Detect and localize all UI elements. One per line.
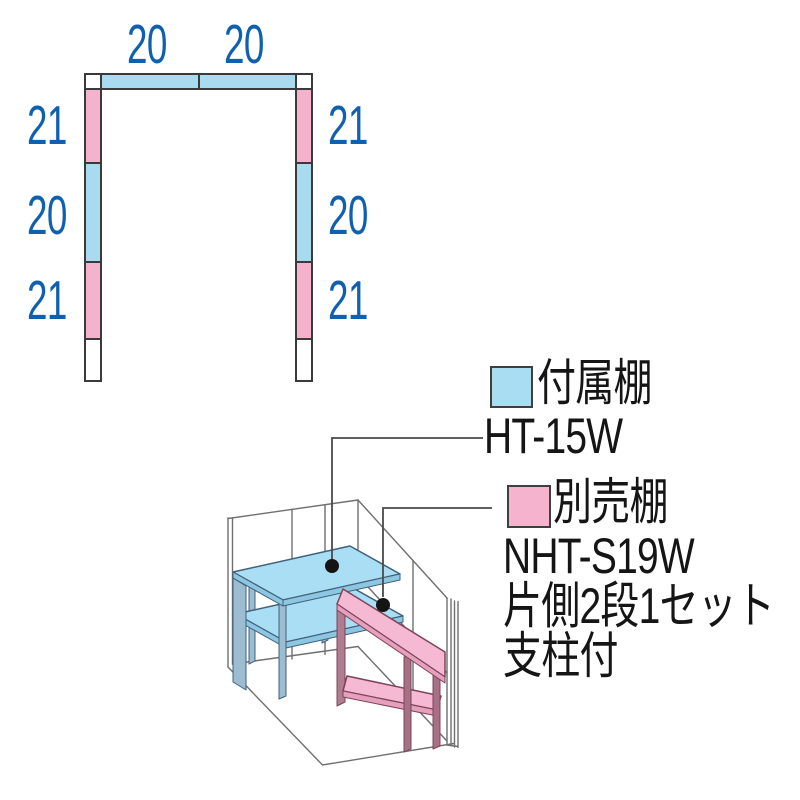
attached-leader-line [331, 437, 483, 559]
plan-corner-right [295, 73, 313, 90]
pink-front-leg-1 [403, 653, 412, 753]
optional-shelf-support-note: 支柱付 [503, 628, 618, 684]
optional-leader-line [382, 507, 492, 597]
isometric-drawing [227, 437, 492, 766]
dim-left-2: 20 [27, 184, 67, 246]
optional-shelf-pink [336, 588, 446, 753]
plan-left-empty-segment [84, 338, 102, 382]
plan-top-attached-segment-2 [198, 73, 297, 90]
plan-left-optional-segment-2 [84, 261, 102, 340]
plan-left-column [84, 88, 102, 382]
attached-shelf-model: HT-15W [484, 408, 623, 464]
plan-right-attached-segment [295, 162, 313, 263]
right-wall-edge [446, 597, 452, 747]
dim-top-1: 20 [127, 13, 167, 75]
floor-edges [227, 666, 455, 766]
optional-shelf-model: NHT-S19W [503, 528, 695, 584]
dim-right-3: 21 [328, 269, 368, 331]
plan-right-empty-segment [295, 338, 313, 382]
dim-top-2: 20 [224, 13, 264, 75]
plan-left-attached-segment [84, 162, 102, 263]
plan-corner-left [84, 73, 102, 90]
pink-top-shelf-front [336, 603, 446, 684]
attached-marker-dot [325, 559, 339, 573]
plan-diagram [84, 73, 313, 382]
right-wall-trim [446, 600, 459, 749]
optional-shelf-swatch [507, 485, 551, 528]
left-wall-top-edge [227, 499, 359, 520]
dim-right-2: 20 [328, 184, 368, 246]
plan-left-optional-segment-1 [84, 88, 102, 164]
dim-left-1: 21 [27, 94, 67, 156]
right-wall-top-edge [357, 499, 448, 599]
plan-top-bar [84, 73, 313, 90]
blue-left-leg-panel [232, 577, 247, 691]
plan-top-attached-segment-1 [100, 73, 200, 90]
blue-top-shelf-end [232, 571, 284, 607]
dim-right-1: 21 [328, 94, 368, 156]
attached-shelf-label: 付属棚 [537, 355, 652, 411]
legend-leader-lines [331, 437, 492, 597]
plan-right-optional-segment-1 [295, 88, 313, 164]
optional-marker-dot [376, 598, 390, 612]
plan-right-optional-segment-2 [295, 261, 313, 340]
left-wall-edge [227, 517, 234, 668]
optional-shelf-set-note: 片側2段1セット [503, 578, 775, 634]
blue-front-leg [278, 599, 287, 700]
optional-shelf-label: 別売棚 [553, 474, 668, 530]
plan-right-column [295, 88, 313, 382]
dim-left-3: 21 [27, 269, 67, 331]
attached-shelf-swatch [490, 366, 533, 408]
